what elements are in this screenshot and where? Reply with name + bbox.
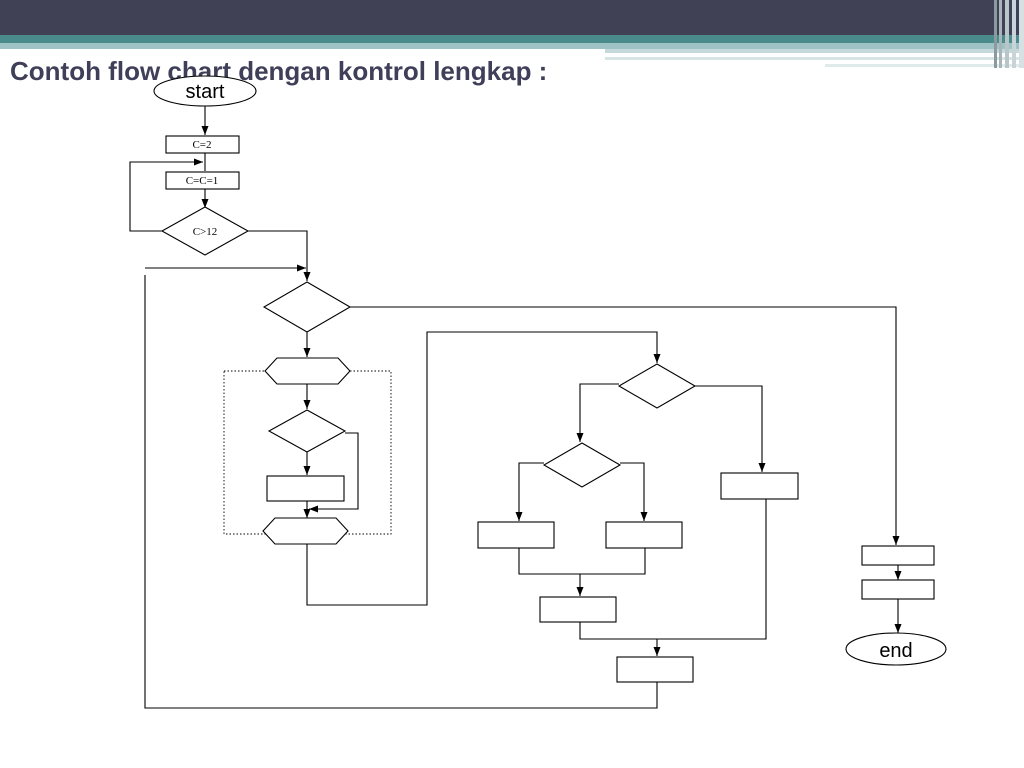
- arrow-decision5-right: [620, 462, 648, 521]
- start-label: start: [186, 81, 225, 103]
- increment-process-box: [165, 171, 240, 190]
- condition-label: C>12: [193, 226, 218, 238]
- decision-5: [542, 442, 622, 488]
- header-accent-3: [825, 64, 1024, 67]
- arrow-condition-to-decision2: [248, 230, 311, 281]
- loop-process-box: [266, 475, 345, 502]
- header-stripes: [994, 0, 1024, 68]
- arrow-loop-end-to-decision4: [306, 331, 661, 606]
- arrow-decision2-to-right-branch: [350, 306, 900, 545]
- right-process-box-2: [861, 579, 935, 600]
- init-process-box: [165, 135, 240, 154]
- final-process-box: [616, 656, 694, 683]
- header-accent-1: [605, 49, 1024, 53]
- process-box-right: [720, 472, 799, 500]
- loop-back-arrow: [129, 158, 203, 232]
- outer-loop-line: [144, 275, 658, 709]
- right-process-box-1: [861, 545, 935, 566]
- arrow-decision3-bypass: [309, 432, 359, 513]
- arrow-decision4-right: [695, 385, 766, 472]
- loop-start-hexagon: [264, 357, 351, 385]
- arrow-decision5-left: [515, 462, 544, 521]
- arrow-decision4-left: [576, 383, 619, 442]
- slide-title: Contoh flow chart dengan kontrol lengkap…: [10, 56, 548, 86]
- end-label: end: [879, 640, 912, 662]
- process-box-middle: [605, 521, 683, 549]
- header-accent-2: [605, 57, 1024, 60]
- header-light-band: [0, 43, 1024, 49]
- loop-end-hexagon: [262, 517, 349, 545]
- header-teal-band: [0, 35, 1024, 43]
- decision-4: [617, 363, 697, 409]
- increment-label: C=C=1: [186, 175, 219, 187]
- end-terminal: [845, 632, 947, 666]
- merge-line-decision5: [518, 548, 646, 575]
- decision-2: [262, 281, 352, 333]
- condition-decision: [160, 206, 250, 256]
- header-decoration: [0, 0, 1024, 68]
- merged-process-box: [539, 596, 617, 623]
- init-label: C=2: [192, 139, 211, 151]
- header-bar: [0, 0, 1024, 35]
- decision-3: [267, 409, 347, 453]
- process-box-left: [477, 521, 555, 549]
- merge-line-final: [579, 499, 767, 640]
